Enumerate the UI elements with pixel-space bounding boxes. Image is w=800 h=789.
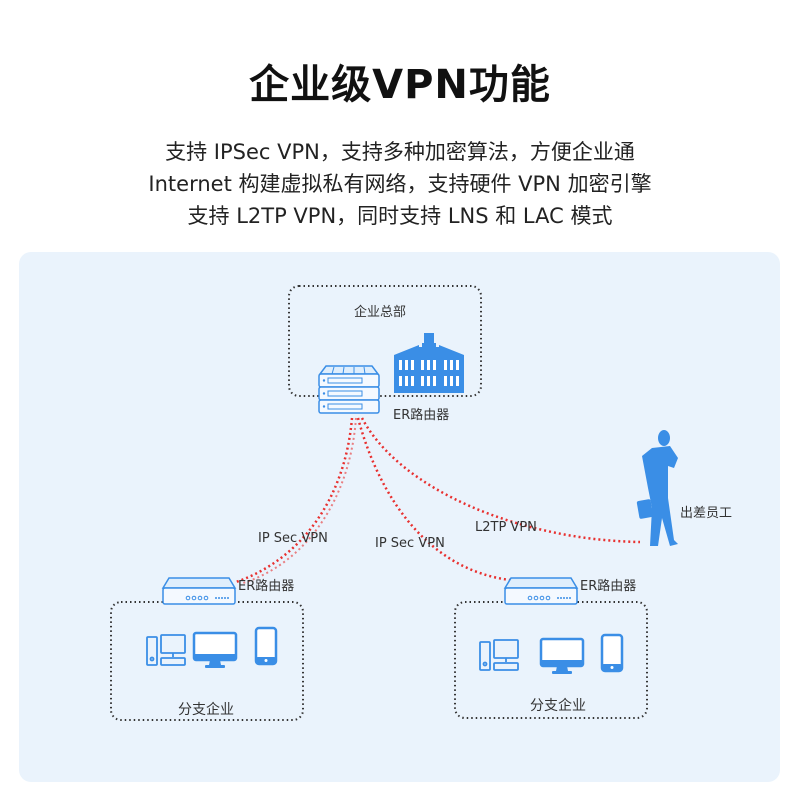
hq-router-label: ER路由器 [393, 407, 449, 423]
headquarters-group [288, 285, 482, 397]
monitor-icon [192, 631, 238, 668]
businessman-icon [636, 430, 678, 546]
desktop-pc-icon [146, 634, 186, 666]
branch-right-label: 分支企业 [530, 697, 586, 714]
description-line: 支持 L2TP VPN，同时支持 LNS 和 LAC 模式 [187, 204, 613, 228]
smartphone-icon [600, 633, 624, 673]
ipsec-link-right [356, 417, 511, 582]
building-icon [394, 333, 464, 393]
link-label-l2tp: L2TP VPN [475, 520, 537, 535]
smartphone-icon [254, 626, 278, 666]
description: 支持 IPSec VPN，支持多种加密算法，方便企业通 Internet 构建虚… [0, 136, 800, 232]
branch-router-icon [503, 577, 579, 605]
monitor-icon [539, 637, 585, 674]
branch-left-label: 分支企业 [178, 701, 234, 718]
link-label-ipsec-left: IP Sec VPN [258, 531, 328, 546]
ipsec-link-left-2 [239, 417, 357, 585]
branch-router-icon [161, 577, 237, 605]
desktop-pc-icon [479, 639, 519, 671]
description-line: Internet 构建虚拟私有网络，支持硬件 VPN 加密引擎 [148, 172, 652, 196]
branch-right-router-label: ER路由器 [580, 578, 636, 594]
description-line: 支持 IPSec VPN，支持多种加密算法，方便企业通 [165, 140, 635, 164]
link-label-ipsec-right: IP Sec VPN [375, 536, 445, 551]
branch-left-router-label: ER路由器 [238, 578, 294, 594]
remote-user-label: 出差员工 [680, 506, 732, 521]
headquarters-label: 企业总部 [354, 304, 406, 320]
page-title: 企业级VPN功能 [249, 62, 551, 108]
rack-router-icon [318, 365, 380, 414]
